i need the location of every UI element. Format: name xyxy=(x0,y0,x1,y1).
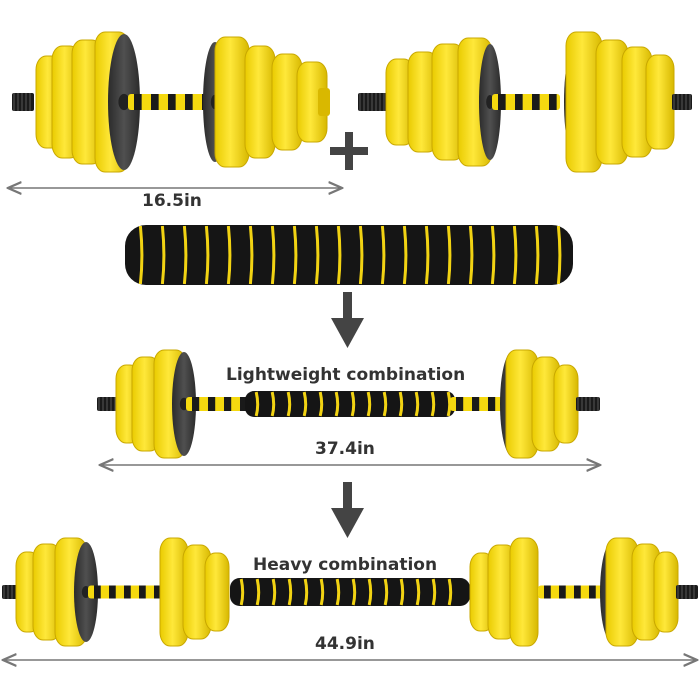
foam-connector-bar xyxy=(125,225,573,285)
weight-plate xyxy=(244,45,276,159)
lightweight-title: Lightweight combination xyxy=(226,365,466,385)
dimension-label-37-4: 37.4in xyxy=(315,439,375,459)
lightweight-barbell xyxy=(97,349,600,459)
weight-plate xyxy=(509,537,539,647)
handle xyxy=(492,94,560,110)
down-arrow-icon xyxy=(331,482,364,538)
weight-plate xyxy=(645,54,675,150)
dimension-label-44-9: 44.9in xyxy=(315,634,375,654)
dumbbell-right xyxy=(358,31,692,173)
dumbbell-left xyxy=(12,31,330,173)
weight-plate xyxy=(204,552,230,632)
axle-end xyxy=(676,585,698,599)
weight-plate xyxy=(653,551,679,633)
weight-plate xyxy=(214,36,250,168)
heavy-barbell xyxy=(2,537,698,647)
foam-sleeve xyxy=(125,225,573,285)
dimension-label-16-5: 16.5in xyxy=(142,191,202,211)
axle-end xyxy=(576,397,600,411)
handle xyxy=(186,397,250,411)
plus-icon xyxy=(330,132,368,170)
foam-sleeve xyxy=(245,391,455,417)
down-arrow-icon xyxy=(331,292,364,348)
axle-end xyxy=(12,93,34,111)
heavy-title: Heavy combination xyxy=(253,555,438,575)
weight-plate xyxy=(553,364,579,444)
